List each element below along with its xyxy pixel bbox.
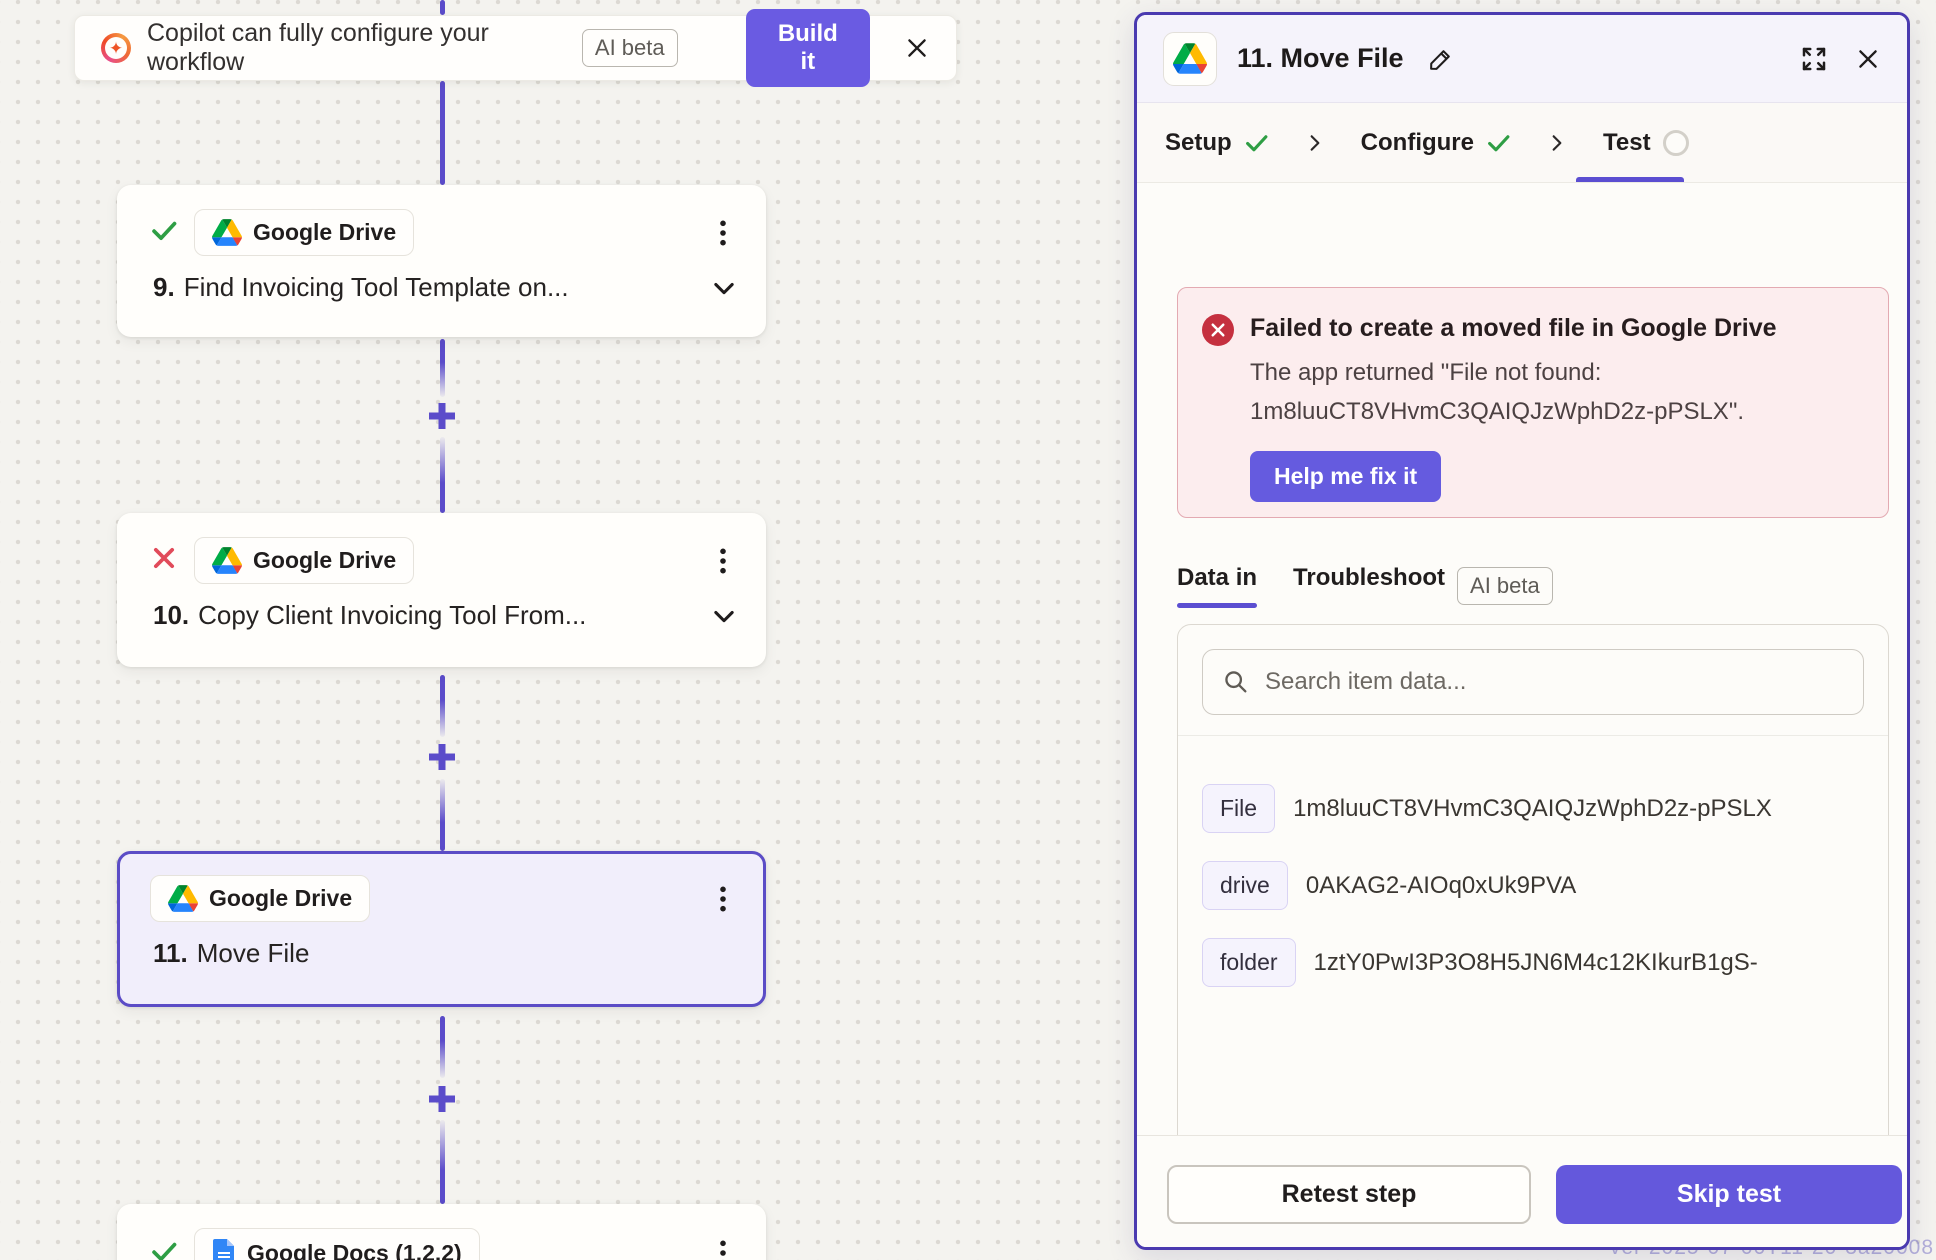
connector-line [440,0,445,15]
error-alert: Failed to create a moved file in Google … [1177,287,1889,518]
nav-configure-label: Configure [1360,128,1474,156]
step-card-10[interactable]: Google Drive 10. Copy Client Invoicing T… [117,513,766,667]
google-drive-icon [212,219,242,246]
close-icon[interactable] [904,35,930,61]
app-name: Google Drive [209,885,353,911]
tab-data-in[interactable]: Data in [1177,564,1258,608]
step-title: Move File [196,938,310,968]
data-key-pill[interactable]: folder [1202,938,1296,987]
data-tabs: Data in Troubleshoot AI beta [1177,564,1553,608]
pending-circle-icon [1662,129,1689,156]
google-docs-icon [213,1239,234,1260]
data-row: File 1m8luuCT8VHvmC3QAIQJzWphD2z-pPSLX [1202,784,1888,833]
check-icon [1245,135,1268,152]
connector-line [440,779,445,851]
step-card-11[interactable]: Google Drive 11. Move File [117,851,766,1007]
check-icon [1488,135,1510,152]
add-step-button[interactable] [425,740,459,774]
chevron-right-icon [1547,132,1567,154]
error-title: Failed to create a moved file in Google … [1250,314,1777,342]
nav-setup[interactable]: Setup [1165,129,1269,157]
error-circle-icon [1202,314,1234,346]
app-badge: Google Drive [194,537,415,584]
active-tab-underline [1576,177,1684,182]
step-title: Find Invoicing Tool Template on... [183,272,569,302]
panel-header: 11. Move File [1137,15,1907,103]
retest-step-button[interactable]: Retest step [1167,1165,1531,1224]
nav-setup-label: Setup [1165,128,1232,156]
error-x-icon [150,544,178,577]
app-name: Google Drive [253,219,397,245]
data-row: drive 0AKAG2-AIOq0xUk9PVA [1202,861,1888,910]
app-icon-box [1163,31,1217,86]
data-value: 1m8luuCT8VHvmC3QAIQJzWphD2z-pPSLX [1293,794,1772,822]
nav-test-label: Test [1603,128,1651,156]
step-card-9[interactable]: Google Drive 9. Find Invoicing Tool Temp… [117,185,766,337]
build-it-button[interactable]: Build it [745,9,870,87]
chevron-right-icon [1305,132,1325,154]
chevron-down-icon[interactable] [710,602,738,630]
data-row: folder 1ztY0PwI3P3O8H5JN6M4c12KIkurB1gS- [1202,938,1888,987]
google-drive-icon [212,547,242,574]
panel-content: Failed to create a moved file in Google … [1137,183,1907,1152]
data-key-pill[interactable]: File [1202,784,1276,833]
step-number: 11. [153,938,188,968]
skip-test-button[interactable]: Skip test [1556,1165,1902,1224]
panel-footer: Retest step Skip test [1137,1135,1907,1247]
copilot-sparkle-icon: ✦ [101,33,131,63]
kebab-menu-icon[interactable] [708,883,738,915]
nav-test[interactable]: Test [1603,129,1689,157]
app-badge: Google Docs (1.2.2) [194,1228,480,1260]
connector-line [440,675,445,737]
google-drive-icon [1173,43,1207,74]
kebab-menu-icon[interactable] [708,217,738,249]
google-drive-icon [168,885,198,912]
tab-troubleshoot[interactable]: Troubleshoot [1293,564,1446,591]
step-card-docs[interactable]: Google Docs (1.2.2) [117,1204,766,1260]
add-step-button[interactable] [425,1082,459,1116]
step-title: Copy Client Invoicing Tool From... [198,600,587,630]
app-badge: Google Drive [150,875,371,922]
ai-beta-badge: AI beta [1457,567,1553,605]
app-badge: Google Drive [194,209,415,256]
chevron-down-icon[interactable] [710,274,738,302]
data-value: 1ztY0PwI3P3O8H5JN6M4c12KIkurB1gS- [1313,948,1758,976]
expand-icon[interactable] [1799,44,1829,74]
nav-configure[interactable]: Configure [1361,129,1511,157]
app-name: Google Drive [253,547,397,573]
step-number: 10. [153,600,190,630]
add-step-button[interactable] [425,399,459,433]
data-in-box: File 1m8luuCT8VHvmC3QAIQJzWphD2z-pPSLX d… [1177,624,1889,1152]
copilot-banner-text: Copilot can fully configure your workflo… [147,19,489,76]
copilot-banner: ✦ Copilot can fully configure your workf… [74,9,957,87]
app-name: Google Docs (1.2.2) [247,1239,462,1260]
check-icon [150,1237,178,1260]
divider [1178,735,1888,736]
search-icon [1225,671,1247,693]
search-input[interactable] [1202,649,1864,715]
connector-line [440,437,445,513]
data-value: 0AKAG2-AIOq0xUk9PVA [1305,871,1577,899]
close-icon[interactable] [1855,46,1881,72]
kebab-menu-icon[interactable] [708,545,738,577]
help-me-fix-it-button[interactable]: Help me fix it [1250,451,1442,502]
check-icon [150,216,178,249]
step-detail-panel: 11. Move File Setup Configure [1134,12,1910,1250]
kebab-menu-icon[interactable] [708,1237,738,1260]
error-message: The app returned "File not found: 1m8luu… [1250,359,1745,425]
connector-line [440,1016,445,1078]
connector-line [440,339,445,397]
step-number: 9. [153,272,175,302]
steps-nav: Setup Configure Test [1137,103,1907,183]
edit-pencil-icon[interactable] [1428,46,1454,72]
connector-line [440,1120,445,1204]
data-key-pill[interactable]: drive [1202,861,1288,910]
panel-title: 11. Move File [1237,43,1404,73]
ai-beta-badge: AI beta [581,29,678,67]
connector-line [440,81,445,185]
